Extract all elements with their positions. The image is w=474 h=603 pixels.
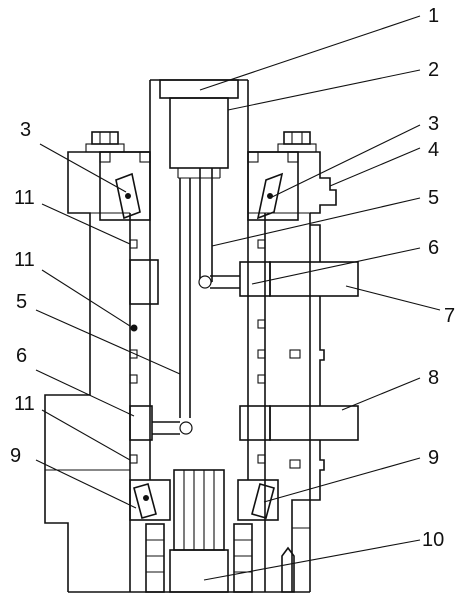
label-11-b: 11 — [14, 249, 35, 271]
label-11-c: 11 — [14, 393, 35, 415]
cylinder-block — [169, 97, 229, 179]
seal-grooves-left — [129, 239, 138, 464]
seal-grooves-right — [257, 239, 301, 469]
callout-labels: 1 2 3 4 5 6 7 8 9 10 3 11 11 5 6 11 9 — [10, 5, 455, 551]
label-11-a: 11 — [14, 187, 35, 209]
roller-stack-right — [233, 523, 253, 593]
label-5-left: 5 — [16, 291, 27, 313]
sensor-dot — [130, 324, 138, 332]
label-1: 1 — [428, 5, 439, 27]
rod-left — [179, 178, 191, 418]
top-cap — [159, 79, 239, 99]
roller-stack-left — [145, 523, 165, 593]
label-6-right: 6 — [428, 237, 439, 259]
bearing-upper-left — [99, 151, 151, 221]
port-7 — [269, 261, 359, 297]
label-8: 8 — [428, 367, 439, 389]
bottom-block — [169, 549, 229, 593]
pivot-upper — [198, 275, 212, 289]
housing-left — [44, 151, 150, 593]
label-5-right: 5 — [428, 187, 439, 209]
rod-right — [199, 168, 213, 283]
flange-steps — [310, 224, 325, 501]
leader-lines — [35, 15, 441, 581]
bearing-lower-left — [129, 479, 171, 521]
spline-shaft — [173, 469, 225, 551]
piston-upper — [210, 261, 271, 297]
bearing-lower-right — [237, 479, 279, 521]
bearing-upper-right — [247, 151, 299, 221]
bolt-left — [85, 131, 125, 153]
bolt-right — [277, 131, 317, 153]
label-3-left: 3 — [20, 119, 31, 141]
housing-right — [248, 151, 337, 592]
label-2: 2 — [428, 59, 439, 81]
port-8 — [269, 405, 359, 441]
label-9-left: 9 — [10, 445, 21, 467]
label-4: 4 — [428, 139, 439, 161]
port-block-left — [129, 259, 159, 305]
label-6-left: 6 — [16, 345, 27, 367]
pivot-lower — [179, 421, 193, 435]
label-9-right: 9 — [428, 447, 439, 469]
piston-lower — [129, 405, 271, 441]
label-7: 7 — [444, 305, 455, 327]
label-3-right: 3 — [428, 113, 439, 135]
label-10: 10 — [422, 529, 444, 551]
